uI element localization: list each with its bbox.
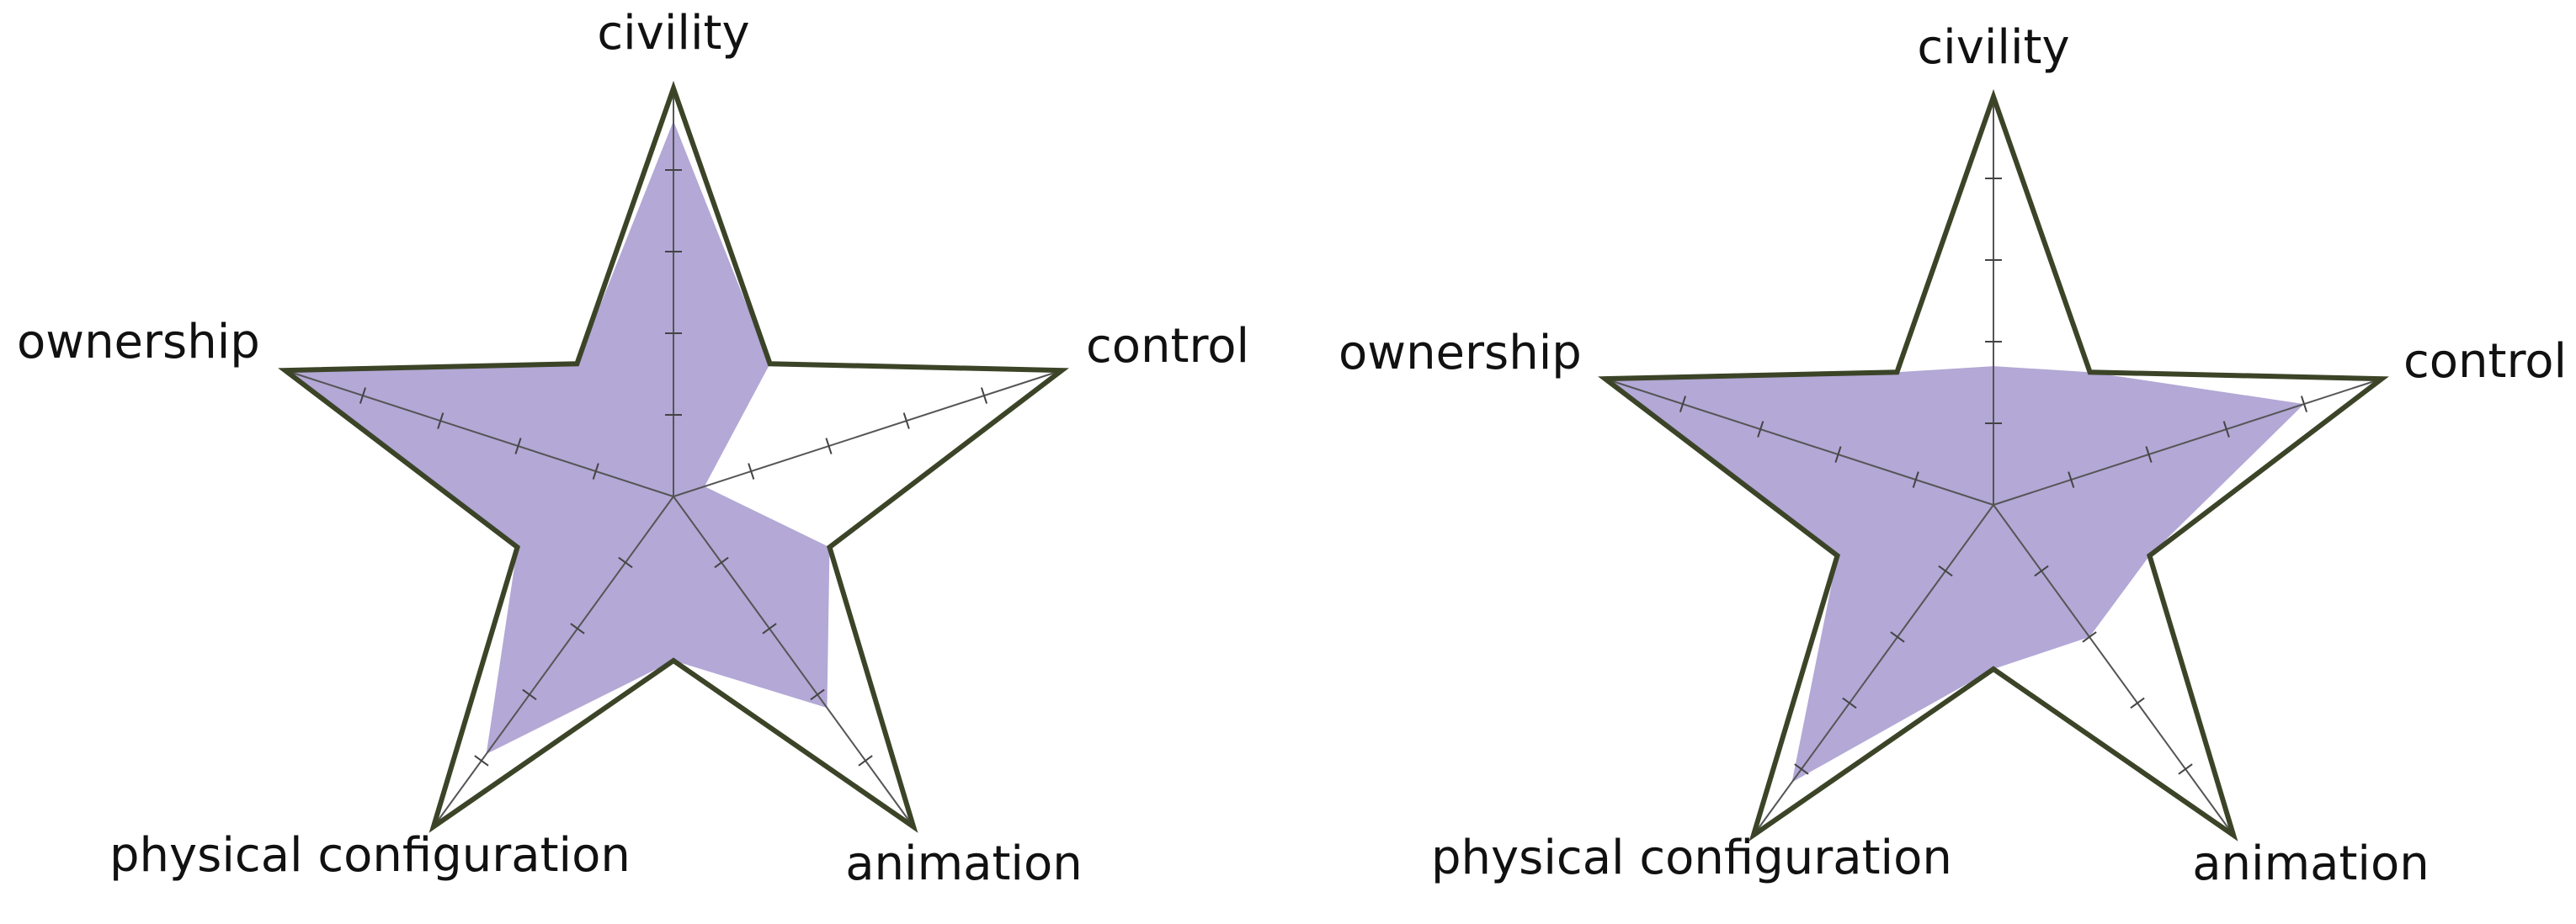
axis-spoke-control — [1993, 378, 2382, 506]
axis-tick — [2222, 421, 2230, 438]
axis-tick — [1834, 446, 1842, 463]
radar-chart-right: civility control animation physical conf… — [1339, 20, 2567, 891]
axis-tick — [592, 463, 599, 480]
axis-tick — [1679, 396, 1687, 412]
axis-tick — [714, 556, 729, 569]
axis-label-animation: animation — [2192, 836, 2430, 891]
axis-tick — [2300, 396, 2308, 412]
axis-spoke-ownership — [1605, 378, 1994, 506]
axis-tick — [825, 438, 833, 454]
axis-spoke-physical-configuration — [433, 496, 674, 827]
axis-tick — [2068, 471, 2075, 488]
axis-tick — [810, 688, 825, 701]
axis-spoke-animation — [1993, 504, 2234, 836]
axis-tick — [1842, 697, 1857, 709]
axis-tick — [980, 387, 988, 404]
star-outline — [278, 80, 1069, 833]
axis-tick — [748, 463, 755, 480]
axis-tick — [2130, 697, 2145, 709]
axis-label-physical-configuration: physical configuration — [109, 828, 631, 883]
axis-spoke-control — [673, 369, 1062, 497]
axis-tick — [522, 688, 537, 701]
axis-tick — [474, 755, 489, 767]
axis-tick — [2178, 763, 2193, 775]
axis-tick — [2145, 446, 2153, 463]
axis-tick — [1912, 471, 1919, 488]
axis-label-ownership: ownership — [1339, 326, 1582, 380]
axis-label-animation: animation — [845, 836, 1083, 891]
axis-spoke-ownership — [285, 369, 674, 497]
axis-label-ownership: ownership — [17, 315, 260, 369]
axis-tick — [1890, 631, 1905, 643]
axis-label-civility: civility — [1917, 20, 2069, 75]
axis-spoke-animation — [673, 496, 914, 827]
axis-tick — [858, 755, 873, 767]
axis-tick — [359, 387, 367, 404]
axis-spoke-physical-configuration — [1753, 504, 1994, 836]
axis-tick — [762, 623, 777, 635]
axis-tick — [514, 438, 522, 454]
axis-tick — [902, 412, 910, 429]
axis-tick — [2082, 631, 2097, 643]
data-area — [1605, 366, 2305, 783]
data-area — [285, 120, 830, 755]
axis-tick — [437, 412, 444, 429]
axis-tick — [1757, 421, 1764, 438]
axis-tick — [1794, 763, 1809, 775]
axis-tick — [570, 623, 585, 635]
axis-tick — [1938, 565, 1953, 577]
radar-chart-left: civility control animation physical conf… — [17, 6, 1249, 891]
axis-tick — [2034, 565, 2049, 577]
axis-tick — [618, 556, 633, 569]
axis-label-control: control — [2403, 334, 2567, 389]
axis-label-physical-configuration: physical configuration — [1431, 831, 1952, 885]
axis-label-control: control — [1086, 319, 1249, 374]
axis-label-civility: civility — [597, 6, 749, 61]
star-outline — [1598, 88, 2389, 842]
